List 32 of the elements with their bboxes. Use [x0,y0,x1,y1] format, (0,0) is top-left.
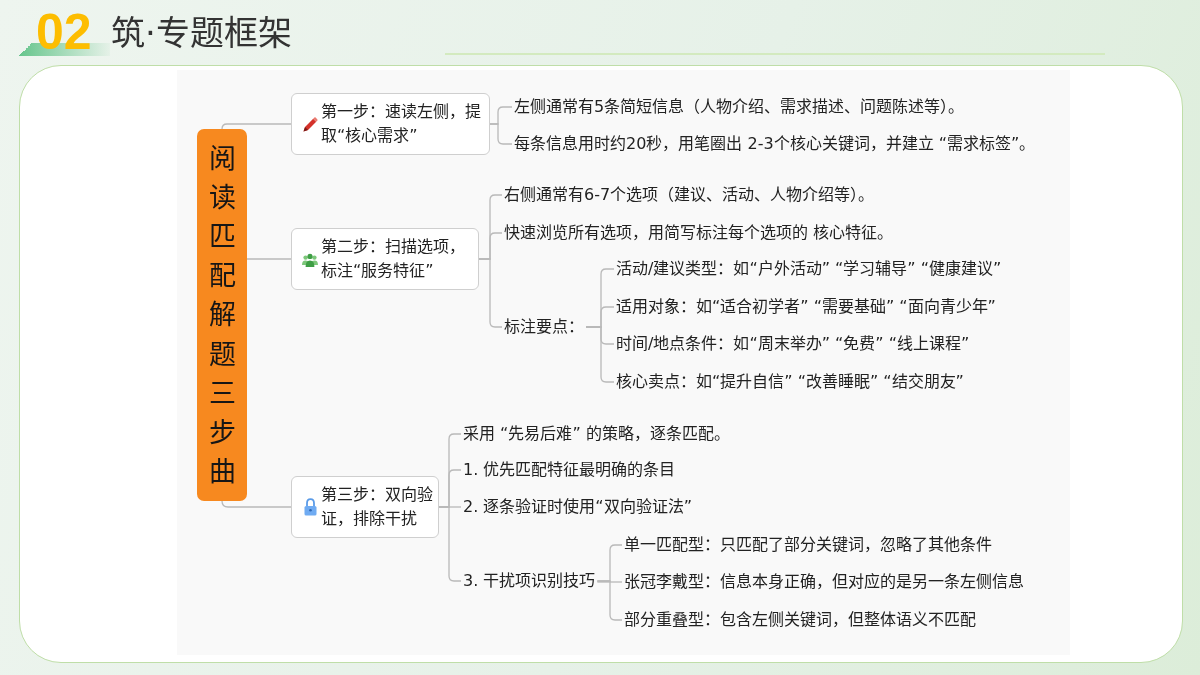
branch-text: 适用对象：如“适合初学者” “需要基础” “面向青少年” [614,295,998,319]
branch-text: 活动/建议类型：如“户外活动” “学习辅导” “健康建议” [614,257,1004,281]
branch-text: 标注要点： [502,315,586,339]
branch-text: 采用 “先易后难” 的策略，逐条匹配。 [461,422,732,446]
branch-text: 2. 逐条验证时使用“双向验证法” [461,495,694,519]
connector-line [585,326,615,383]
branch-text: 快速浏览所有选项，用简写标注每个选项的 核心特征。 [502,221,896,245]
branch-text: 每条信息用时约20秒，用笔圈出 2-3个核心关键词，并建立 “需求标签”。 [512,132,1038,156]
step-box [291,93,490,155]
branch-text: 右侧通常有6-7个选项（建议、活动、人物介绍等）。 [502,183,877,207]
step-label: 第一步：速读左侧，提取“核心需求” [321,101,482,147]
step-box [291,228,479,290]
slide-title: 筑·专题框架 [111,13,292,53]
step-label: 第二步：扫描选项，标注“服务特征” [321,236,466,282]
connector-line [438,506,462,582]
topic-box: 阅读匹配解题三步曲 [197,129,247,501]
branch-text: 核心卖点：如“提升自信” “改善睡眠” “结交朋友” [614,370,966,394]
connector-line [221,500,292,508]
branch-text: 时间/地点条件：如“周末举办” “免费” “线上课程” [614,332,972,356]
branch-text: 部分重叠型：包含左侧关键词，但整体语义不匹配 [622,608,978,632]
branch-text: 单一匹配型：只匹配了部分关键词，忽略了其他条件 [622,533,994,557]
connector-line [596,581,623,583]
step-box [291,476,439,538]
connector-line [246,258,292,260]
branch-text: 左侧通常有5条简短信息（人物介绍、需求描述、问题陈述等）。 [512,95,967,119]
branch-text: 张冠李戴型：信息本身正确，但对应的是另一条左侧信息 [622,570,1026,594]
connector-line [489,123,513,145]
connector-line [221,123,292,130]
branch-text: 3. 干扰项识别技巧 [461,569,598,593]
connector-line [596,580,623,621]
step-label: 第三步：双向验证，排除干扰 [321,484,434,530]
branch-text: 1. 优先匹配特征最明确的条目 [461,458,678,482]
